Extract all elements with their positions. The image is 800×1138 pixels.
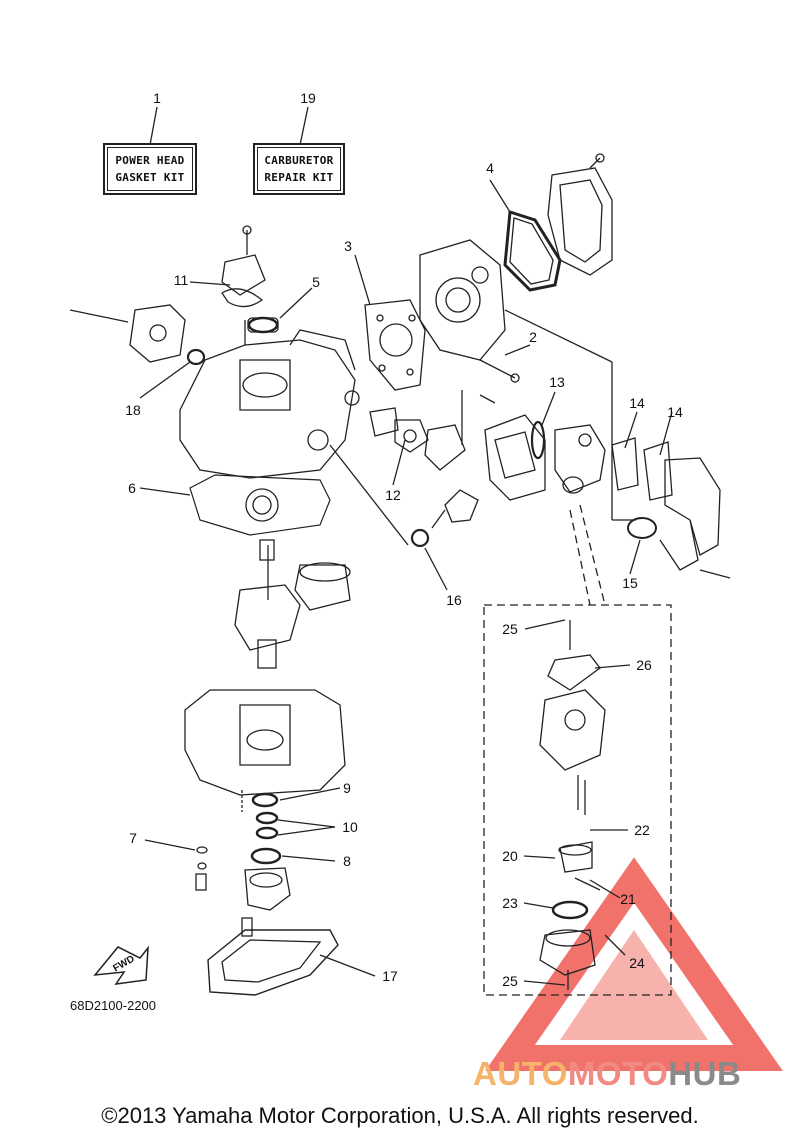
callout-1: 1 (153, 90, 161, 106)
copyright-notice: ©2013 Yamaha Motor Corporation, U.S.A. A… (101, 1103, 699, 1128)
kit-19-line1: CARBURETOR (264, 154, 334, 167)
watermark-triangle (485, 857, 783, 1071)
callout-11: 11 (173, 272, 189, 288)
callout-2: 2 (529, 329, 537, 345)
callout-19: 19 (300, 90, 316, 106)
callout-23: 23 (502, 895, 518, 911)
power-head-gasket-kit-box: POWER HEAD GASKET KIT (103, 143, 197, 195)
callout-18: 18 (125, 402, 141, 418)
callout-15: 15 (622, 575, 638, 591)
watermark-hub: HUB (668, 1055, 742, 1092)
callout-9: 9 (343, 780, 351, 796)
callout-3: 3 (344, 238, 352, 254)
callout-26: 26 (636, 657, 652, 673)
watermark-auto: AUTO (473, 1055, 568, 1092)
callout-22: 22 (634, 822, 650, 838)
callout-25b: 25 (502, 973, 518, 989)
carburetor-repair-kit-box: CARBURETOR REPAIR KIT (253, 143, 345, 195)
kit-1-line2: GASKET KIT (115, 171, 185, 184)
callout-20: 20 (502, 848, 518, 864)
diagram-code: 68D2100-2200 (70, 998, 157, 1013)
callout-25a: 25 (502, 621, 518, 637)
callout-16: 16 (446, 592, 462, 608)
callout-12: 12 (385, 487, 401, 503)
callout-14a: 14 (629, 395, 645, 411)
callout-21: 21 (620, 891, 636, 907)
callout-10: 10 (342, 819, 358, 835)
callout-4: 4 (486, 160, 494, 176)
kit-19-line2: REPAIR KIT (264, 171, 334, 184)
callout-17: 17 (382, 968, 398, 984)
callout-14b: 14 (667, 404, 683, 420)
callout-13: 13 (549, 374, 565, 390)
watermark-moto: MOTO (567, 1055, 669, 1092)
callout-24: 24 (629, 955, 645, 971)
kit-1-line1: POWER HEAD (115, 154, 185, 167)
callout-5: 5 (312, 274, 320, 290)
watermark-text: AUTOMOTOHUB (473, 1055, 741, 1093)
callout-8: 8 (343, 853, 351, 869)
callout-6: 6 (128, 480, 136, 496)
callout-7: 7 (129, 830, 137, 846)
